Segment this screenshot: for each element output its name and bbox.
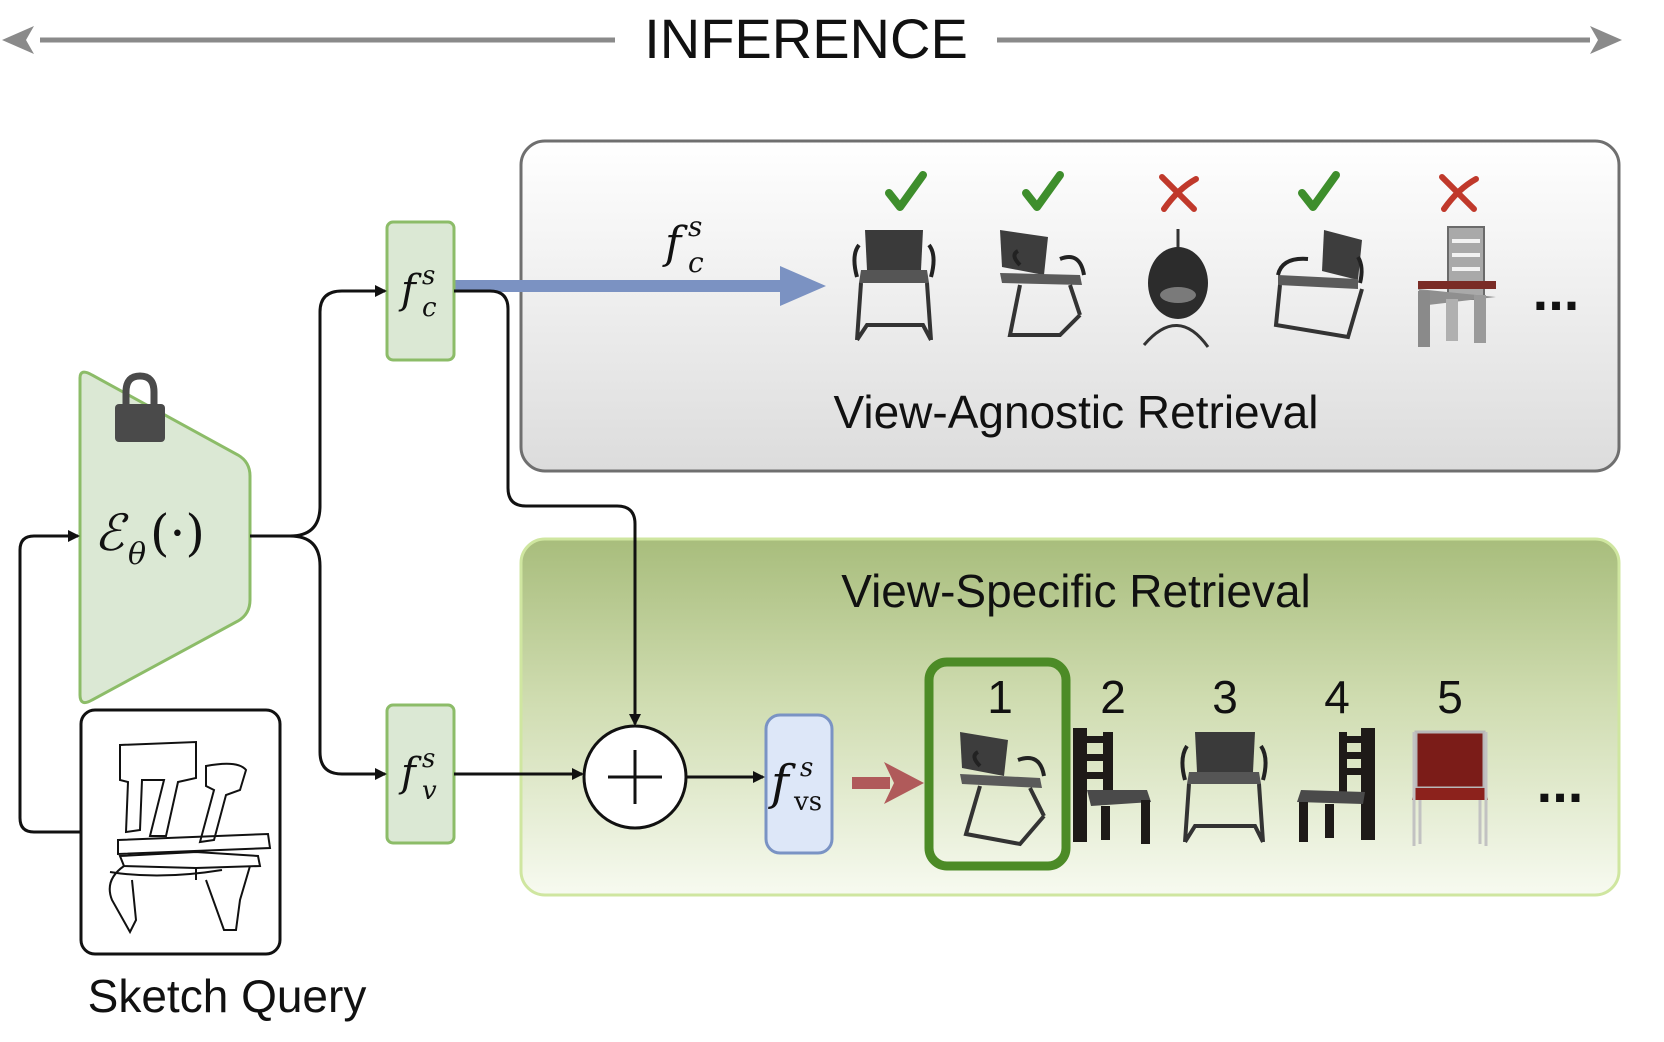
red-arrowhead [884, 762, 924, 804]
fc-to-combine-arrow [454, 289, 641, 726]
feature-fv-sub: v [422, 776, 437, 806]
blue-arrowhead [780, 266, 826, 306]
feature-fc: f s c [385, 220, 456, 362]
combine-operator [582, 724, 688, 830]
feature-fvs-sub: vs [793, 787, 822, 817]
sketch-box [79, 708, 282, 956]
agnostic-arrow-label: f s c [662, 210, 704, 279]
sketch-to-encoder-arrow [18, 530, 81, 834]
cross-icon [1439, 174, 1479, 212]
blue-arrow [450, 266, 826, 306]
chair-wooden-dark-icon [1073, 728, 1151, 844]
sketch-chair-icon [108, 740, 272, 935]
header-title: INFERENCE [644, 7, 968, 70]
header-arrowhead-right [1590, 26, 1622, 54]
header-arrowhead-left [2, 26, 34, 54]
feature-fvs-sup: s [800, 753, 813, 783]
view-agnostic-panel: View-Agnostic Retrieval f s c [450, 139, 1621, 473]
rank-4: 4 [1324, 671, 1350, 723]
encoder-trapezoid [78, 370, 252, 705]
rank-3: 3 [1212, 671, 1238, 723]
encoder-label: ℰ θ (·) [94, 504, 205, 572]
view-agnostic-title: View-Agnostic Retrieval [834, 386, 1319, 438]
view-specific-panel: View-Specific Retrieval 1 2 3 4 5 [519, 537, 1621, 897]
chair-office-armrest-icon [960, 732, 1046, 847]
agnostic-label-sup: s [688, 210, 702, 243]
feature-fc-sup: s [422, 261, 435, 291]
chair-office-armrest-icon [1273, 230, 1364, 340]
check-icon [885, 171, 927, 211]
sketch-label: Sketch Query [88, 970, 367, 1022]
check-icon [1022, 171, 1064, 211]
encoder-to-fv-arrow [289, 534, 387, 780]
view-agnostic-box [519, 139, 1621, 473]
feature-fv-box [385, 703, 456, 845]
feature-fvs-box [764, 713, 834, 855]
top-match-highlight [924, 657, 1071, 871]
chair-egg-pod-icon [1142, 229, 1210, 348]
feature-fvs: f s vs [764, 713, 834, 855]
rank-1: 1 [987, 671, 1013, 723]
encoder-label-args: (·) [150, 504, 205, 562]
rank-5: 5 [1437, 671, 1463, 723]
view-specific-title: View-Specific Retrieval [841, 565, 1311, 617]
feature-fv-sup: s [422, 744, 435, 774]
chair-office-armrest-icon [1000, 230, 1086, 337]
check-icon [1298, 171, 1340, 211]
cross-icon [1159, 174, 1199, 212]
agnostic-ellipsis: ... [1533, 259, 1580, 322]
encoder-label-sub: θ [128, 537, 146, 572]
chair-black-cantilever-icon [852, 230, 936, 342]
feature-fc-sub: c [422, 293, 437, 323]
feature-fc-box [385, 220, 456, 362]
chair-red-metal-icon [1412, 730, 1488, 846]
encoder-label-main: ℰ [94, 504, 129, 562]
connectors [18, 285, 765, 834]
rank-2: 2 [1100, 671, 1126, 723]
agnostic-label-sub: c [688, 246, 704, 279]
inference-header: INFERENCE [2, 7, 1622, 70]
feature-fv: f s v [385, 703, 456, 845]
sketch-query: Sketch Query [79, 708, 367, 1022]
chair-wooden-dark-icon [1297, 728, 1375, 842]
chair-ladder-back-icon [1418, 226, 1496, 347]
encoder: ℰ θ (·) [78, 370, 252, 705]
lock-icon [115, 372, 165, 442]
encoder-to-fc-arrow [289, 285, 387, 538]
chair-black-cantilever-icon [1180, 732, 1268, 844]
specific-ellipsis: ... [1537, 751, 1584, 814]
red-arrow [852, 762, 924, 804]
